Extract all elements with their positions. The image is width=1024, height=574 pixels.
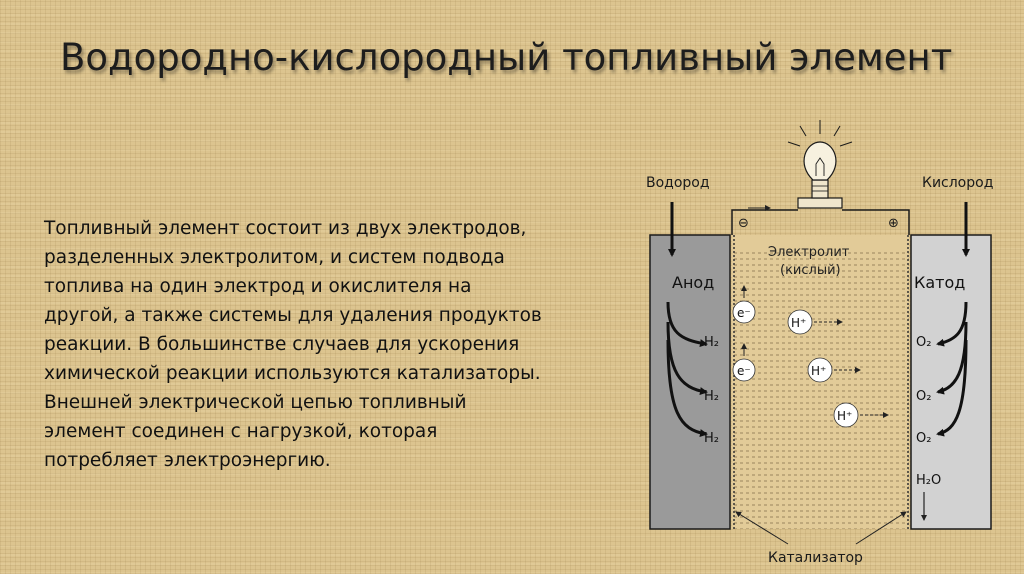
proton-label: H⁺ (837, 409, 852, 423)
o2-label: O₂ (916, 431, 931, 446)
proton-particle: H⁺ (833, 402, 889, 428)
oxygen-flow-curves (936, 301, 968, 437)
electron-label: e⁻ (737, 364, 751, 378)
paragraph-line: топлива на один электрод и окислителя на (44, 276, 472, 297)
water-label: H₂O (916, 473, 941, 488)
paragraph-line: элемент соединен с нагрузкой, которая (44, 421, 438, 442)
electrolyte-type-label: (кислый) (780, 263, 841, 278)
paragraph-line: химической реакции используются катализа… (44, 363, 541, 384)
electron-particle: e⁻ (732, 285, 756, 324)
paragraph-line: разделенных электролитом, и систем подво… (44, 247, 505, 268)
slide-title: Водородно-кислородный топливный элемент (60, 36, 953, 79)
h2-label: H₂ (704, 389, 719, 404)
anode-label: Анод (672, 273, 714, 292)
paragraph-line: Внешней электрической цепью топливный (44, 392, 467, 413)
h2-label: H₂ (704, 431, 719, 446)
h2-label: H₂ (704, 335, 719, 350)
fuel-cell-diagram: ⊖ ⊕ Водород Кислород Анод Катод Электрол… (620, 112, 1024, 574)
paragraph-line: реакции. В большинстве случаев для ускор… (44, 334, 520, 355)
electrolyte-dash-pattern (732, 252, 909, 529)
negative-terminal-sign: ⊖ (738, 216, 749, 231)
o2-label: O₂ (916, 335, 931, 350)
anode-electrode (649, 234, 731, 530)
proton-label: H⁺ (791, 316, 806, 330)
electrolyte-label: Электролит (768, 245, 850, 260)
cathode-label: Катод (914, 273, 965, 292)
proton-particle: H⁺ (787, 309, 843, 335)
o2-label: O₂ (916, 389, 931, 404)
paragraph-line: потребляет электроэнергию. (44, 450, 331, 471)
electron-particle: e⁻ (732, 343, 756, 382)
paragraph-line: другой, а также системы для удаления про… (44, 305, 542, 326)
oxygen-label: Кислород (922, 175, 993, 191)
hydrogen-flow-curves (666, 301, 708, 438)
proton-label: H⁺ (811, 364, 826, 378)
catalyst-callout: Катализатор (735, 511, 907, 566)
description-paragraph: Топливный элемент состоит из двух электр… (44, 214, 624, 475)
proton-particle: H⁺ (807, 357, 861, 383)
catalyst-label: Катализатор (768, 550, 863, 566)
electron-label: e⁻ (737, 306, 751, 320)
paragraph-line: Топливный элемент состоит из двух электр… (44, 218, 527, 239)
external-circuit-wire (731, 209, 910, 235)
positive-terminal-sign: ⊕ (888, 216, 899, 231)
lightbulb-icon (787, 120, 853, 209)
hydrogen-label: Водород (646, 175, 710, 191)
cathode-electrode (910, 234, 992, 530)
